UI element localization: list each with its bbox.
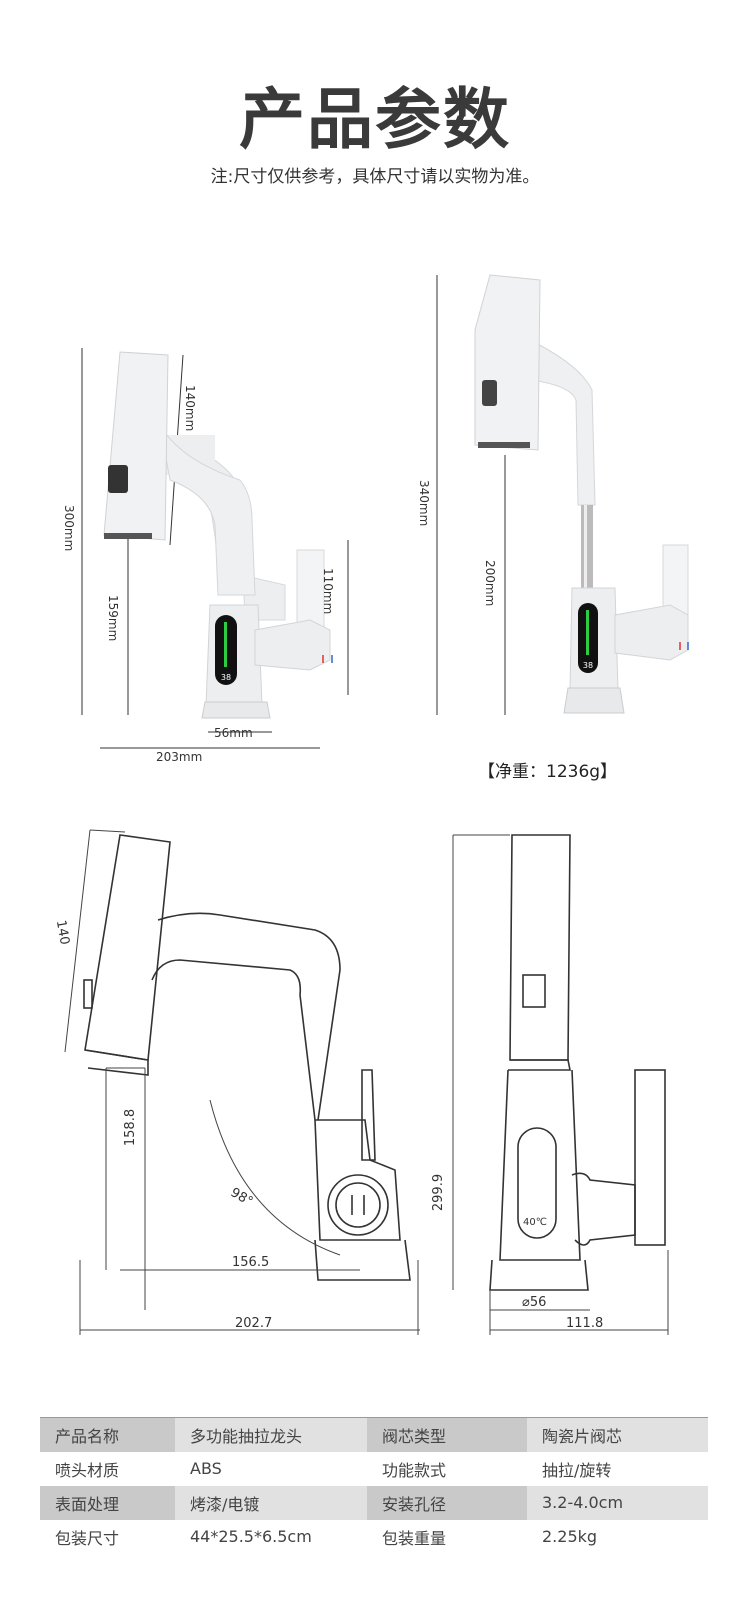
temp-display: 38 — [221, 673, 231, 682]
height-label: 300mm — [62, 505, 76, 552]
spec-key: 产品名称 — [40, 1417, 175, 1452]
spec-value: 多功能抽拉龙头 — [175, 1417, 367, 1452]
drawing-display: 40℃ — [523, 1217, 547, 1228]
dim-height: 299.9 — [431, 1173, 447, 1212]
technical-drawing-right: 40℃ — [452, 834, 669, 1335]
spec-value: 陶瓷片阀芯 — [527, 1417, 708, 1452]
net-weight: 【净重：1236g】 — [478, 762, 618, 782]
handle-label: 110mm — [321, 568, 335, 615]
page-title: 产品参数 — [239, 81, 511, 158]
spec-key: 包装尺寸 — [55, 1528, 120, 1548]
spec-value: 3.2-4.0cm — [527, 1485, 708, 1520]
height-label-right: 340mm — [417, 480, 431, 527]
base-label: 56mm — [214, 726, 253, 740]
temp-display: 38 — [583, 661, 593, 670]
table-row: 表面处理 烤漆/电镀 安装孔径 3.2-4.0cm — [40, 1485, 708, 1520]
size-note: 注:尺寸仅供参考，具体尺寸请以实物为准。 — [210, 167, 540, 187]
spec-key: 安装孔径 — [367, 1485, 527, 1520]
dim-base: ⌀56 — [522, 1295, 547, 1310]
spec-key: 表面处理 — [40, 1485, 175, 1520]
spec-value: ABS — [190, 1459, 222, 1478]
spec-key: 阀芯类型 — [367, 1417, 527, 1452]
spec-table: 产品名称 多功能抽拉龙头 阀芯类型 陶瓷片阀芯 喷头材质 ABS 功能款式 抽拉… — [40, 1417, 708, 1554]
spec-value: 烤漆/电镀 — [175, 1485, 367, 1520]
faucet-photo-left: 38 — [81, 348, 349, 749]
spec-key: 喷头材质 — [55, 1460, 120, 1480]
width-label: 203mm — [156, 750, 203, 764]
dim-reach: 156.5 — [232, 1255, 270, 1270]
spec-value: 2.25kg — [542, 1527, 598, 1546]
spec-value: 44*25.5*6.5cm — [190, 1527, 312, 1546]
spout-label: 159mm — [106, 595, 120, 642]
spec-key: 功能款式 — [382, 1460, 447, 1480]
spec-value: 抽拉/旋转 — [542, 1460, 612, 1480]
technical-drawing-left — [64, 829, 420, 1335]
dim-spout: 158.8 — [123, 1108, 139, 1147]
head-label: 140mm — [183, 385, 197, 432]
table-row: 包装尺寸 44*25.5*6.5cm 包装重量 2.25kg — [40, 1520, 708, 1554]
dim-width: 202.7 — [235, 1316, 273, 1331]
dim-width-right: 111.8 — [566, 1316, 604, 1331]
table-row: 喷头材质 ABS 功能款式 抽拉/旋转 — [40, 1452, 708, 1486]
spec-key: 包装重量 — [382, 1528, 447, 1548]
table-row: 产品名称 多功能抽拉龙头 阀芯类型 陶瓷片阀芯 — [40, 1417, 708, 1452]
pull-label: 200mm — [483, 560, 497, 607]
faucet-photo-right: 38 — [436, 274, 689, 715]
